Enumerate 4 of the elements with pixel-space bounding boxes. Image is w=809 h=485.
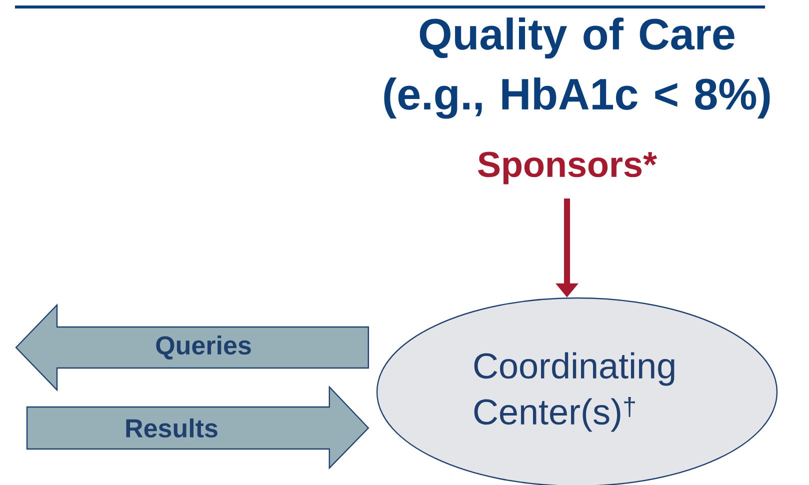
title: Quality of Care (e.g., HbA1c < 8%) — [384, 18, 770, 119]
edge-label: Queries — [156, 336, 251, 360]
edge-label: Results — [126, 418, 218, 438]
sponsor-label: Sponsors* — [478, 152, 657, 184]
